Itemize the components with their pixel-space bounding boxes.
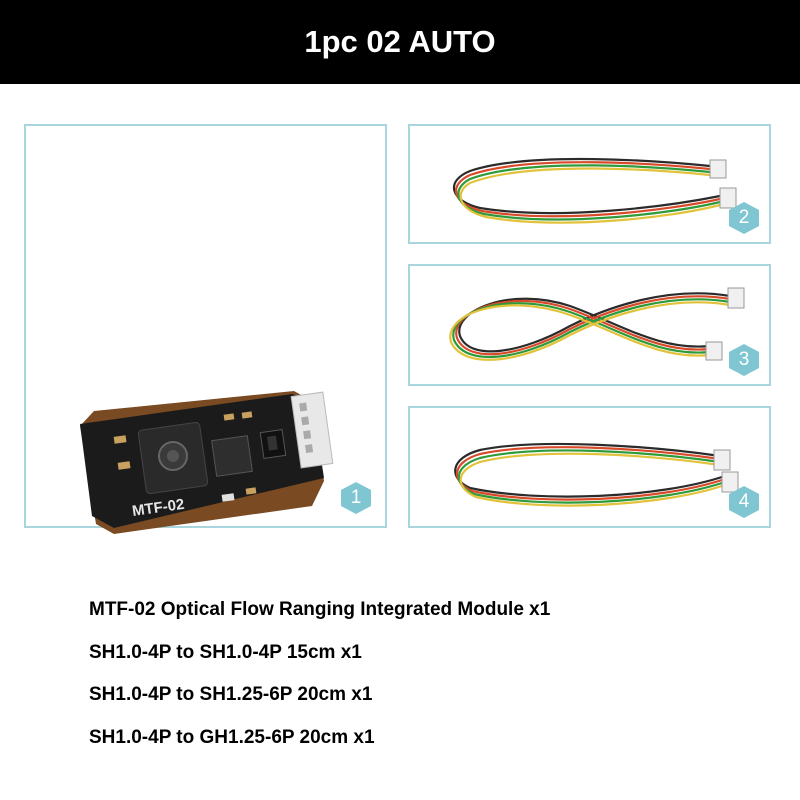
badge-number: 3: [738, 349, 750, 370]
badge-3: 3: [729, 344, 759, 376]
package-contents-list: MTF-02 Optical Flow Ranging Integrated M…: [89, 596, 779, 766]
list-item: SH1.0-4P to SH1.0-4P 15cm x1: [89, 641, 362, 663]
panel-cable-4: 4: [408, 406, 771, 528]
badge-2: 2: [729, 202, 759, 234]
panel-cable-3: 3: [408, 264, 771, 386]
badge-4: 4: [729, 486, 759, 518]
list-item: SH1.0-4P to GH1.25-6P 20cm x1: [89, 726, 375, 748]
sensor-module-image: MTF-02: [80, 391, 334, 534]
badge-number: 2: [738, 207, 750, 228]
cable-image: [454, 442, 739, 507]
list-item: SH1.0-4P to SH1.25-6P 20cm x1: [89, 684, 373, 705]
page-title: 1pc 02 AUTO: [304, 24, 496, 59]
badge-1: 1: [341, 482, 371, 514]
badge-number: 4: [738, 491, 750, 512]
badge-number: 1: [350, 487, 362, 508]
panel-cable-2: 2: [408, 124, 771, 244]
cable-image: [452, 157, 737, 224]
list-item: MTF-02 Optical Flow Ranging Integrated M…: [89, 599, 551, 620]
cable-image: [449, 287, 745, 361]
panel-module: MTF-02 1: [24, 124, 387, 534]
header-banner: 1pc 02 AUTO: [0, 0, 800, 84]
